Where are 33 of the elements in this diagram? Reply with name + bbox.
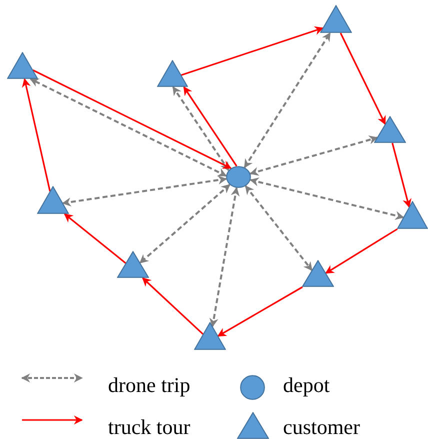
arrow: [392, 142, 412, 208]
depot-circle: [226, 166, 251, 188]
dashed-arrow: [250, 136, 378, 176]
customer-triangle: [157, 60, 188, 87]
legend-label: customer: [283, 417, 360, 438]
dashed-arrow: [250, 178, 404, 220]
arrow: [64, 213, 126, 264]
dashed-arrow: [30, 78, 227, 177]
dashed-arrow: [139, 184, 230, 264]
customer-triangle: [37, 186, 69, 214]
legend-label: truck tour: [108, 417, 190, 438]
legend-label: depot: [283, 375, 330, 396]
dashed-arrow: [244, 185, 313, 271]
customer-triangle: [117, 251, 149, 278]
customer-triangle: [7, 52, 38, 79]
customer-triangle: [320, 5, 352, 33]
arrow: [217, 286, 303, 337]
arrow: [32, 69, 232, 169]
dashed-arrow: [172, 86, 230, 172]
arrow: [22, 78, 51, 192]
customer-triangle: [194, 322, 226, 350]
arrow: [180, 26, 324, 76]
dashed-arrow: [62, 176, 228, 206]
arrow: [325, 228, 398, 274]
customer-triangle: [374, 116, 406, 143]
arrow: [340, 32, 386, 125]
arrow: [183, 86, 238, 167]
customer-triangle: [302, 260, 334, 287]
legend-label: drone trip: [108, 375, 190, 396]
dashed-arrow: [209, 186, 240, 328]
dashed-arrow: [244, 32, 331, 168]
customer-triangle: [397, 201, 428, 229]
arrow: [142, 277, 204, 335]
